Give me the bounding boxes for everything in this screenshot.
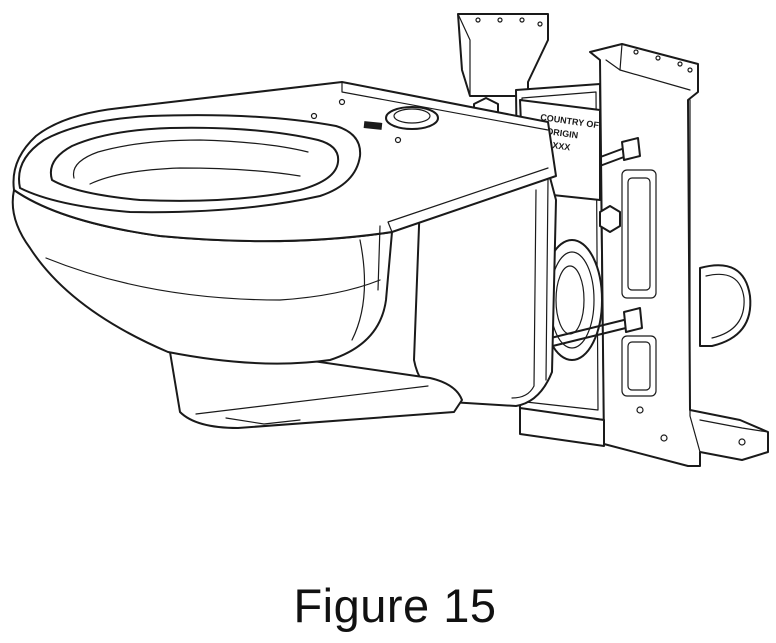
wall-hung-toilet-carrier-illustration: COUNTRY OF ORIGIN XXX <box>11 13 769 467</box>
toilet-bowl <box>11 81 557 429</box>
origin-label-line-3: XXX <box>552 140 571 152</box>
waste-pipe-fitting <box>699 264 752 347</box>
figure-caption: Figure 15 <box>293 579 497 632</box>
origin-label-line-2: ORIGIN <box>546 126 579 140</box>
